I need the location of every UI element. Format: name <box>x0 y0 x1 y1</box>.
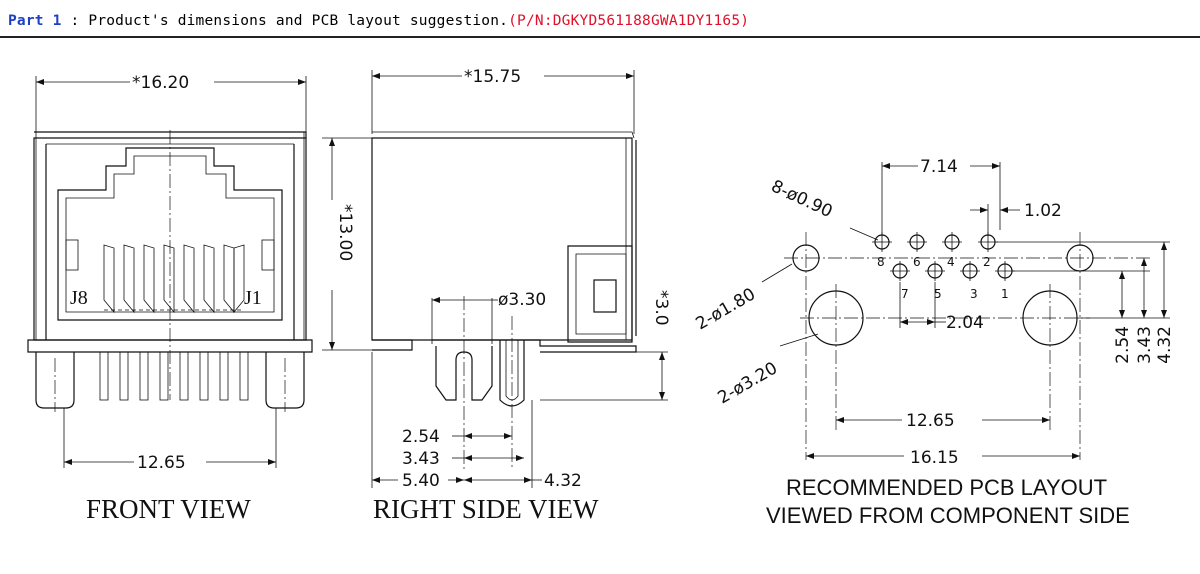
front-view: *16.20 J8 J1 <box>27 73 313 524</box>
j8-label: J8 <box>70 287 88 309</box>
pcb-layout-view: 7.14 1.02 8-ø0.90 8 6 4 2 7 5 3 1 <box>693 157 1176 528</box>
pcb-title-line2: VIEWED FROM COMPONENT SIDE <box>766 503 1130 528</box>
part-number: (P/N:DGKYD561188GWA1DY1165) <box>508 13 750 29</box>
pcb-pin-hole-dim: 8-ø0.90 <box>768 176 836 222</box>
side-dim-254: 2.54 <box>402 427 440 447</box>
pin-number-1: 1 <box>1001 287 1009 301</box>
pin-number-7: 7 <box>901 287 909 301</box>
side-peg-dia-dim: ø3.30 <box>498 290 546 310</box>
side-dim-343: 3.43 <box>402 449 440 469</box>
pin-number-4: 4 <box>947 255 955 269</box>
page-header: Part 1 : Product's dimensions and PCB la… <box>0 0 1200 38</box>
side-height-dim: *13.00 <box>335 204 355 261</box>
pcb-pin-holes <box>872 232 1015 281</box>
right-side-view: *15.75 *13.00 ø3.30 *3.0 <box>322 67 671 524</box>
j1-label: J1 <box>244 287 262 309</box>
pcb-v-343: 3.43 <box>1135 326 1155 364</box>
front-pins <box>99 351 249 401</box>
pin-number-5: 5 <box>934 287 942 301</box>
pin-number-3: 3 <box>970 287 978 301</box>
side-peg-len-dim: *3.0 <box>651 290 671 326</box>
header-separator: : <box>61 13 89 29</box>
pcb-led-hole-dim: 2-ø1.80 <box>693 284 759 334</box>
pcb-pin-span-dim: 7.14 <box>920 157 958 177</box>
pcb-peg-hole-dim: 2-ø3.20 <box>715 358 781 408</box>
pcb-led-spacing-dim: 16.15 <box>910 448 959 468</box>
side-dim-540: 5.40 <box>402 471 440 491</box>
front-pin-spacing-dim: 12.65 <box>137 453 186 473</box>
pcb-v-254: 2.54 <box>1113 326 1133 364</box>
part-label: Part 1 <box>8 13 62 29</box>
pin-number-8: 8 <box>877 255 885 269</box>
pin-number-2: 2 <box>983 255 991 269</box>
front-view-title: FRONT VIEW <box>86 494 251 524</box>
header-rule <box>0 36 1200 38</box>
side-view-title: RIGHT SIDE VIEW <box>373 494 599 524</box>
header-line: Part 1 : Product's dimensions and PCB la… <box>8 13 749 29</box>
header-title: Product's dimensions and PCB layout sugg… <box>88 13 509 29</box>
side-dim-432: 4.32 <box>544 471 582 491</box>
pcb-v-432: 4.32 <box>1155 326 1175 364</box>
pcb-pin-offset-dim: 1.02 <box>1024 201 1062 221</box>
pcb-peg-spacing-dim: 12.65 <box>906 411 955 431</box>
pcb-title-line1: RECOMMENDED PCB LAYOUT <box>786 475 1107 500</box>
pcb-row-pitch-dim: 2.04 <box>946 313 984 333</box>
pin-number-6: 6 <box>913 255 921 269</box>
front-width-dim: *16.20 <box>132 73 189 93</box>
front-contacts <box>103 244 245 314</box>
side-depth-dim: *15.75 <box>464 67 521 87</box>
